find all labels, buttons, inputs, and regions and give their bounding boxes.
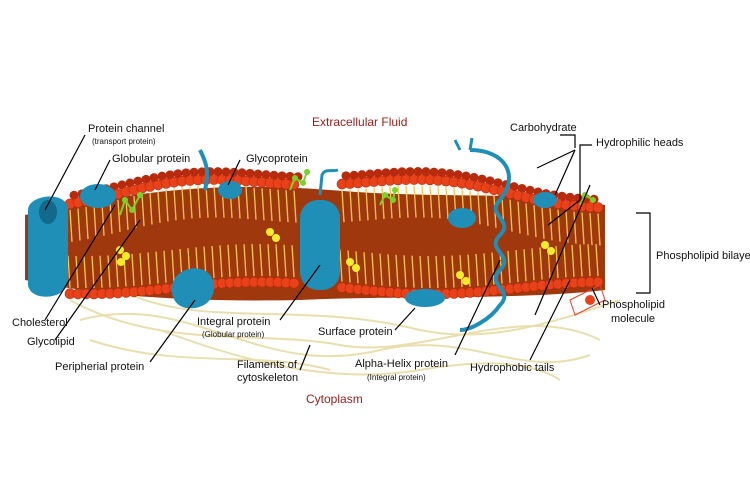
surface-protein-shape bbox=[405, 289, 445, 307]
label-phospholipid-molecule: Phospholipid bbox=[602, 299, 665, 311]
region-cytoplasm: Cytoplasm bbox=[306, 392, 363, 406]
alpha-helix-shape bbox=[459, 148, 511, 332]
cytoskeleton-filaments bbox=[69, 289, 621, 381]
label-carbohydrate: Carbohydrate bbox=[510, 122, 577, 134]
label-integral-protein: Integral protein bbox=[197, 316, 271, 328]
region-extracellular-fluid: Extracellular Fluid bbox=[312, 115, 408, 129]
label-alpha-helix: Alpha-Helix protein bbox=[355, 358, 448, 370]
label-hydrophobic-tails: Hydrophobic tails bbox=[470, 362, 555, 374]
globular-protein-shape bbox=[80, 184, 116, 208]
label-integral-protein-sub: (Globular protein) bbox=[202, 330, 265, 339]
membrane-proteins bbox=[28, 137, 557, 332]
label-alpha-helix-sub: (Integral protein) bbox=[367, 373, 426, 382]
label-filaments-line2: cytoskeleton bbox=[237, 372, 299, 384]
label-phospholipid-bilayer: Phospholipid bilayer bbox=[656, 250, 750, 262]
label-phospholipid-molecule-line2: molecule bbox=[611, 313, 656, 325]
label-globular-protein: Globular protein bbox=[112, 153, 191, 165]
label-hydrophilic-heads: Hydrophilic heads bbox=[596, 137, 684, 149]
protein-channel-shape bbox=[28, 196, 68, 297]
label-glycoprotein: Glycoprotein bbox=[246, 153, 308, 165]
integral-protein-shape bbox=[300, 200, 340, 290]
label-glycolipid: Glycolipid bbox=[27, 336, 75, 348]
label-surface-protein: Surface protein bbox=[318, 326, 393, 338]
label-protein-channel-sub: (transport protein) bbox=[92, 137, 156, 146]
label-filaments: Filaments of bbox=[237, 359, 297, 371]
label-peripheral-protein: Peripherial protein bbox=[55, 361, 145, 373]
leader-lines bbox=[44, 134, 651, 371]
cholesterol-molecules bbox=[116, 228, 555, 285]
label-protein-channel: Protein channel bbox=[88, 123, 165, 135]
label-cholesterol: Cholesterol bbox=[12, 317, 68, 329]
glycolipid-chains bbox=[119, 169, 596, 216]
phospholipid-molecule-highlight bbox=[569, 284, 606, 316]
peripheral-protein-shape bbox=[171, 268, 215, 309]
